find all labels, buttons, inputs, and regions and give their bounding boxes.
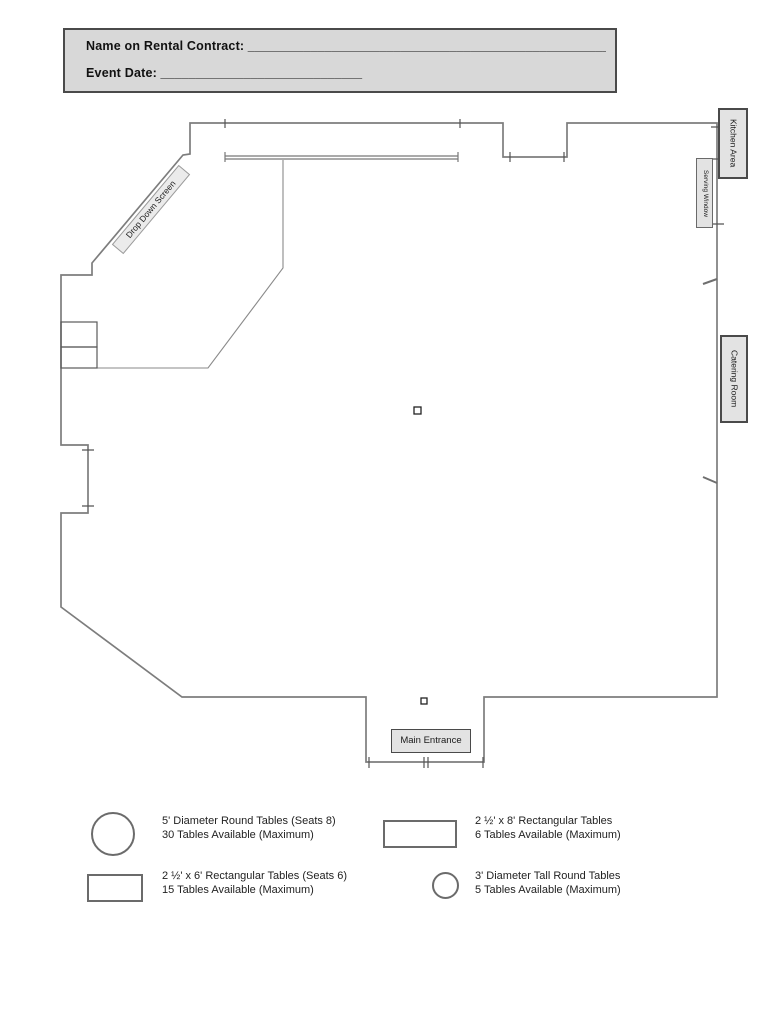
- column-entrance: [420, 697, 428, 705]
- name-on-contract-blank: ________________________________________…: [244, 39, 606, 53]
- event-date-blank: _____________________________: [156, 66, 363, 80]
- event-date-line: Event Date: ____________________________…: [86, 66, 606, 80]
- rental-contract-header: Name on Rental Contract: _______________…: [63, 28, 617, 93]
- name-on-contract-label: Name on Rental Contract:: [86, 39, 245, 53]
- catering-room-label: Catering Room: [720, 335, 748, 423]
- event-date-label: Event Date:: [86, 66, 157, 80]
- outer-wall: [60, 122, 718, 763]
- tall-round-table-symbol: [432, 872, 459, 899]
- legend-line: 5' Diameter Round Tables (Seats 8): [162, 815, 336, 827]
- divider-track: [224, 152, 459, 162]
- serving-window-label: Serving Window: [696, 158, 713, 228]
- legend-line: 6 Tables Available (Maximum): [475, 828, 621, 841]
- storage-box-upper: [60, 321, 98, 348]
- interior-wall: [61, 160, 284, 369]
- tall-round-table-legend: 3' Diameter Tall Round Tables 5 Tables A…: [475, 870, 621, 897]
- legend-line: 2 ½' x 6' Rectangular Tables (Seats 6): [162, 870, 347, 882]
- round-table-symbol: [91, 812, 135, 856]
- legend-line: 5 Tables Available (Maximum): [475, 883, 621, 896]
- main-entrance-label: Main Entrance: [391, 729, 471, 753]
- column-center: [413, 406, 422, 415]
- wide-rect-table-legend: 2 ½' x 8' Rectangular Tables 6 Tables Av…: [475, 815, 621, 842]
- legend-line: 15 Tables Available (Maximum): [162, 883, 314, 896]
- rect-table-symbol: [87, 874, 143, 902]
- rect-table-legend: 2 ½' x 6' Rectangular Tables (Seats 6) 1…: [162, 870, 347, 897]
- wide-rect-table-symbol: [383, 820, 457, 848]
- storage-box-lower: [60, 346, 98, 369]
- round-table-legend: 5' Diameter Round Tables (Seats 8) 30 Ta…: [162, 815, 336, 842]
- door-jamb-ticks: [82, 119, 724, 768]
- legend-line: 2 ½' x 8' Rectangular Tables: [475, 815, 613, 827]
- kitchen-area-label: Kitchen Area: [718, 108, 748, 179]
- door-swing-ticks: [702, 278, 718, 484]
- legend-line: 3' Diameter Tall Round Tables: [475, 870, 621, 882]
- legend-line: 30 Tables Available (Maximum): [162, 828, 314, 841]
- name-on-contract-line: Name on Rental Contract: _______________…: [86, 39, 606, 53]
